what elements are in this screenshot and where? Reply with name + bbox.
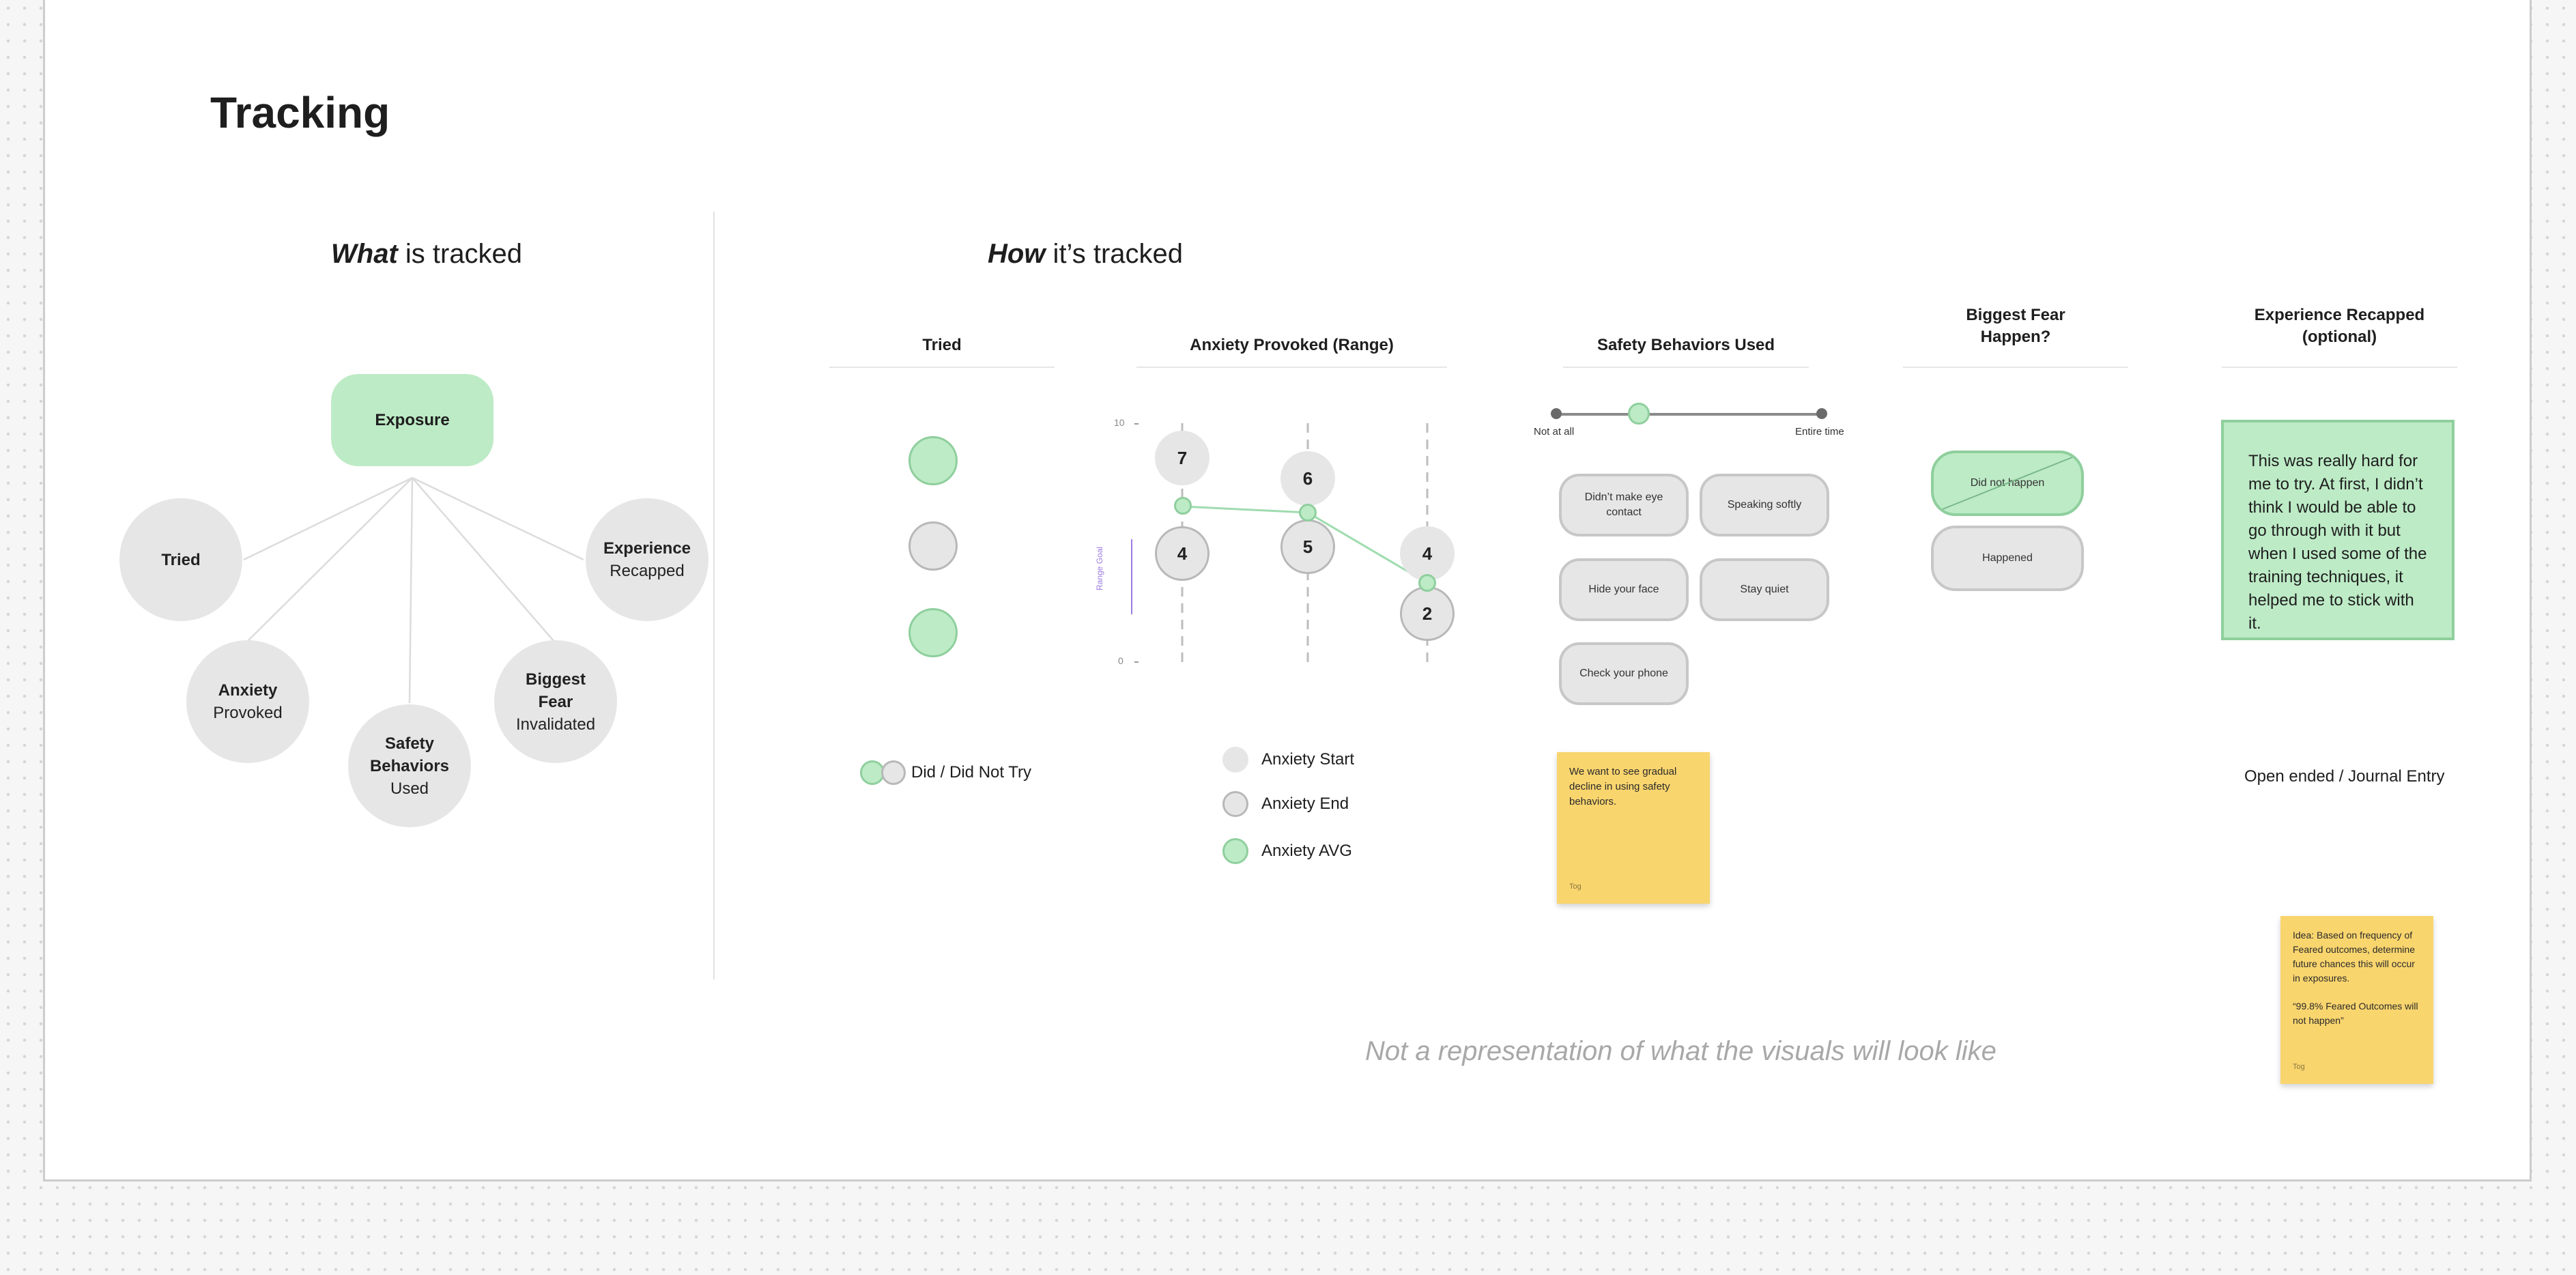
range-goal-label: Range Goal — [1095, 546, 1104, 590]
fear-option-happened[interactable]: Happened — [1931, 526, 2084, 591]
connector-anxiety — [246, 477, 413, 642]
safety-slider-min-label: Not at all — [1534, 426, 1575, 438]
anxiety-start-3-value: 4 — [1422, 543, 1433, 564]
how-heading-emph: How — [988, 239, 1046, 269]
diagram-connectors — [243, 476, 584, 704]
legend-not-tried-dot — [881, 760, 906, 785]
anxiety-start-1: 7 — [1155, 431, 1210, 485]
legend-tried-label: Did / Did Not Try — [911, 763, 1032, 782]
legend-avg-dot — [1222, 838, 1248, 864]
col-header-fear-line1: Biggest Fear — [1966, 306, 2065, 324]
connector-tried — [243, 476, 413, 561]
safety-slider-max-dot — [1816, 408, 1827, 419]
node-fear-bold2: Fear — [538, 692, 573, 711]
tried-dot-1[interactable] — [908, 436, 958, 485]
node-safety-bold2: Behaviors — [369, 756, 450, 775]
node-safety-bold1: Safety — [384, 734, 435, 753]
safety-slider-track[interactable] — [1556, 413, 1822, 416]
legend-start-dot — [1222, 747, 1248, 773]
what-heading-emph: What — [331, 239, 398, 269]
legend-avg-label: Anxiety AVG — [1261, 842, 1352, 860]
sticky-idea-text: Idea: Based on frequency of Feared outco… — [2293, 930, 2415, 984]
journal-caption: Open ended / Journal Entry — [2244, 767, 2445, 786]
col-header-experience: Experience Recapped (optional) — [2222, 304, 2457, 348]
col-header-exp-line1: Experience Recapped — [2254, 306, 2425, 324]
anxiety-avg-3 — [1418, 574, 1436, 592]
node-anxiety-rest: Provoked — [213, 704, 283, 722]
strike-through-mark — [1938, 455, 2076, 511]
y-bottom-label: 0 — [1118, 655, 1124, 666]
section-divider — [713, 212, 715, 979]
behavior-speaking-softly[interactable]: Speaking softly — [1700, 474, 1829, 536]
node-fear-rest: Invalidated — [515, 715, 596, 734]
node-biggest-fear: Biggest Fear Invalidated — [494, 640, 617, 763]
safety-slider-min-dot — [1551, 408, 1562, 419]
anxiety-avg-1 — [1174, 497, 1192, 515]
safety-slider-handle[interactable] — [1628, 403, 1650, 425]
tried-dot-3[interactable] — [908, 608, 958, 657]
anxiety-end-3: 2 — [1400, 586, 1455, 641]
footnote-disclaimer: Not a representation of what the visuals… — [1365, 1036, 1997, 1066]
connector-experience — [412, 476, 584, 561]
node-anxiety-bold: Anxiety — [218, 681, 278, 700]
behavior-no-eye-contact[interactable]: Didn’t make eye contact — [1559, 474, 1689, 536]
sticky-safety-author: Tog — [1569, 883, 1582, 891]
legend-end-label: Anxiety End — [1261, 794, 1349, 813]
anxiety-end-1: 4 — [1155, 526, 1210, 581]
fear-option-did-not-happen[interactable]: Did not happen — [1931, 450, 2084, 516]
col-header-fear-line2: Happen? — [1980, 328, 2051, 346]
legend-end-dot — [1222, 791, 1248, 817]
col-header-safety: Safety Behaviors Used — [1597, 336, 1775, 354]
page-title: Tracking — [210, 88, 390, 137]
how-tracked-heading: How it’s tracked — [988, 239, 1183, 270]
col-underline-safety — [1563, 367, 1809, 368]
node-safety-behaviors: Safety Behaviors Used — [348, 704, 471, 827]
what-tracked-heading: What is tracked — [331, 239, 522, 270]
col-header-exp-line2: (optional) — [2302, 328, 2377, 346]
col-underline-fear — [1903, 367, 2128, 368]
col-header-tried: Tried — [922, 336, 962, 354]
connector-safety — [408, 477, 414, 704]
anxiety-start-1-value: 7 — [1177, 447, 1188, 468]
node-experience-bold: Experience — [603, 539, 691, 558]
anxiety-end-1-value: 4 — [1177, 543, 1188, 564]
how-heading-rest: it’s tracked — [1045, 239, 1183, 269]
node-anxiety-provoked: Anxiety Provoked — [186, 640, 309, 763]
behavior-hide-face[interactable]: Hide your face — [1559, 558, 1689, 621]
node-fear-bold1: Biggest — [525, 670, 586, 689]
col-header-fear: Biggest Fear Happen? — [1903, 304, 2128, 348]
node-tried: Tried — [119, 498, 242, 621]
col-header-anxiety: Anxiety Provoked (Range) — [1190, 336, 1394, 354]
safety-slider-max-label: Entire time — [1795, 426, 1844, 438]
board-frame — [43, 0, 2532, 1181]
node-safety-rest: Used — [390, 779, 429, 798]
anxiety-start-2-value: 6 — [1302, 468, 1313, 489]
node-experience-rest: Recapped — [610, 562, 685, 580]
sticky-note-safety: We want to see gradual decline in using … — [1557, 752, 1710, 904]
col-underline-anxiety — [1136, 367, 1447, 368]
anxiety-start-3: 4 — [1400, 526, 1455, 581]
y-top-label: 10 — [1114, 417, 1125, 428]
exposure-node: Exposure — [331, 374, 493, 466]
anxiety-avg-2 — [1299, 504, 1317, 521]
node-experience-recapped: Experience Recapped — [586, 498, 709, 621]
what-heading-rest: is tracked — [397, 239, 523, 269]
node-tried-label: Tried — [161, 550, 201, 569]
sticky-idea-quote: “99.8% Feared Outcomes will not happen” — [2293, 1001, 2418, 1026]
behavior-check-phone[interactable]: Check your phone — [1559, 642, 1689, 705]
col-underline-tried — [829, 367, 1055, 368]
anxiety-end-2: 5 — [1280, 519, 1335, 574]
sticky-safety-text: We want to see gradual decline in using … — [1569, 766, 1677, 807]
sticky-note-idea: Idea: Based on frequency of Feared outco… — [2280, 916, 2433, 1084]
col-underline-experience — [2222, 367, 2457, 368]
connector-fear — [412, 477, 555, 642]
anxiety-end-2-value: 5 — [1302, 536, 1313, 557]
journal-entry[interactable]: This was really hard for me to try. At f… — [2221, 420, 2455, 640]
sticky-idea-author: Tog — [2293, 1063, 2305, 1071]
anxiety-end-3-value: 2 — [1422, 603, 1433, 624]
tried-dot-2[interactable] — [908, 521, 958, 571]
behavior-stay-quiet[interactable]: Stay quiet — [1700, 558, 1829, 621]
anxiety-start-2: 6 — [1280, 451, 1335, 506]
legend-start-label: Anxiety Start — [1261, 750, 1355, 769]
